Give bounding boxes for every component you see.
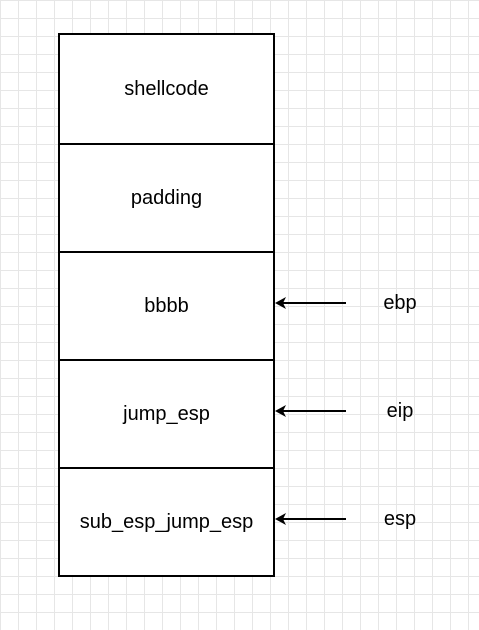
register-label-ebp: ebp [383,292,417,314]
esp-pointer: esp [274,507,444,531]
register-label-esp: esp [383,508,417,530]
stack-cell-sub-esp-jump-esp: sub_esp_jump_esp [60,467,273,575]
arrow-left-icon [275,405,346,417]
ebp-pointer: ebp [274,291,444,315]
arrow-left-icon [275,297,346,309]
stack-cell-shellcode: shellcode [124,77,209,100]
stack-cell-jump-esp: jump_esp [60,359,273,467]
stack-cell-padding: padding [60,143,273,251]
stack-frame: shellcode padding bbbb jump_esp sub_esp_… [58,33,275,577]
eip-pointer: eip [274,399,444,423]
arrow-left-icon [275,513,346,525]
register-label-eip: eip [386,400,414,422]
stack-cell-bbbb: bbbb [60,251,273,359]
